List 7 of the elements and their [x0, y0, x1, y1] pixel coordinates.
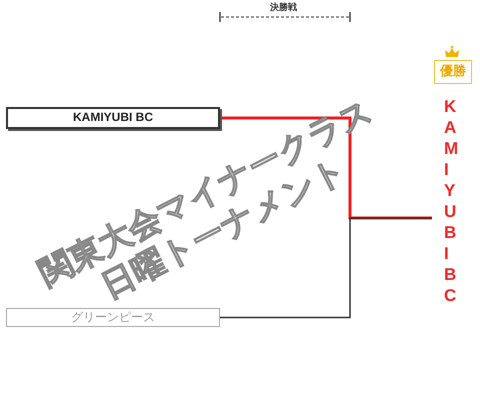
- bracket-line: [220, 217, 432, 318]
- winner-name: KAMIYUBI BC: [442, 96, 461, 342]
- team-name-box: KAMIYUBI BC: [6, 107, 220, 129]
- team-name-box: グリーンピース: [6, 308, 220, 327]
- bracket-line: [220, 116, 432, 220]
- round-label: 決勝戦: [270, 1, 297, 14]
- champion-badge: 優勝: [434, 60, 472, 84]
